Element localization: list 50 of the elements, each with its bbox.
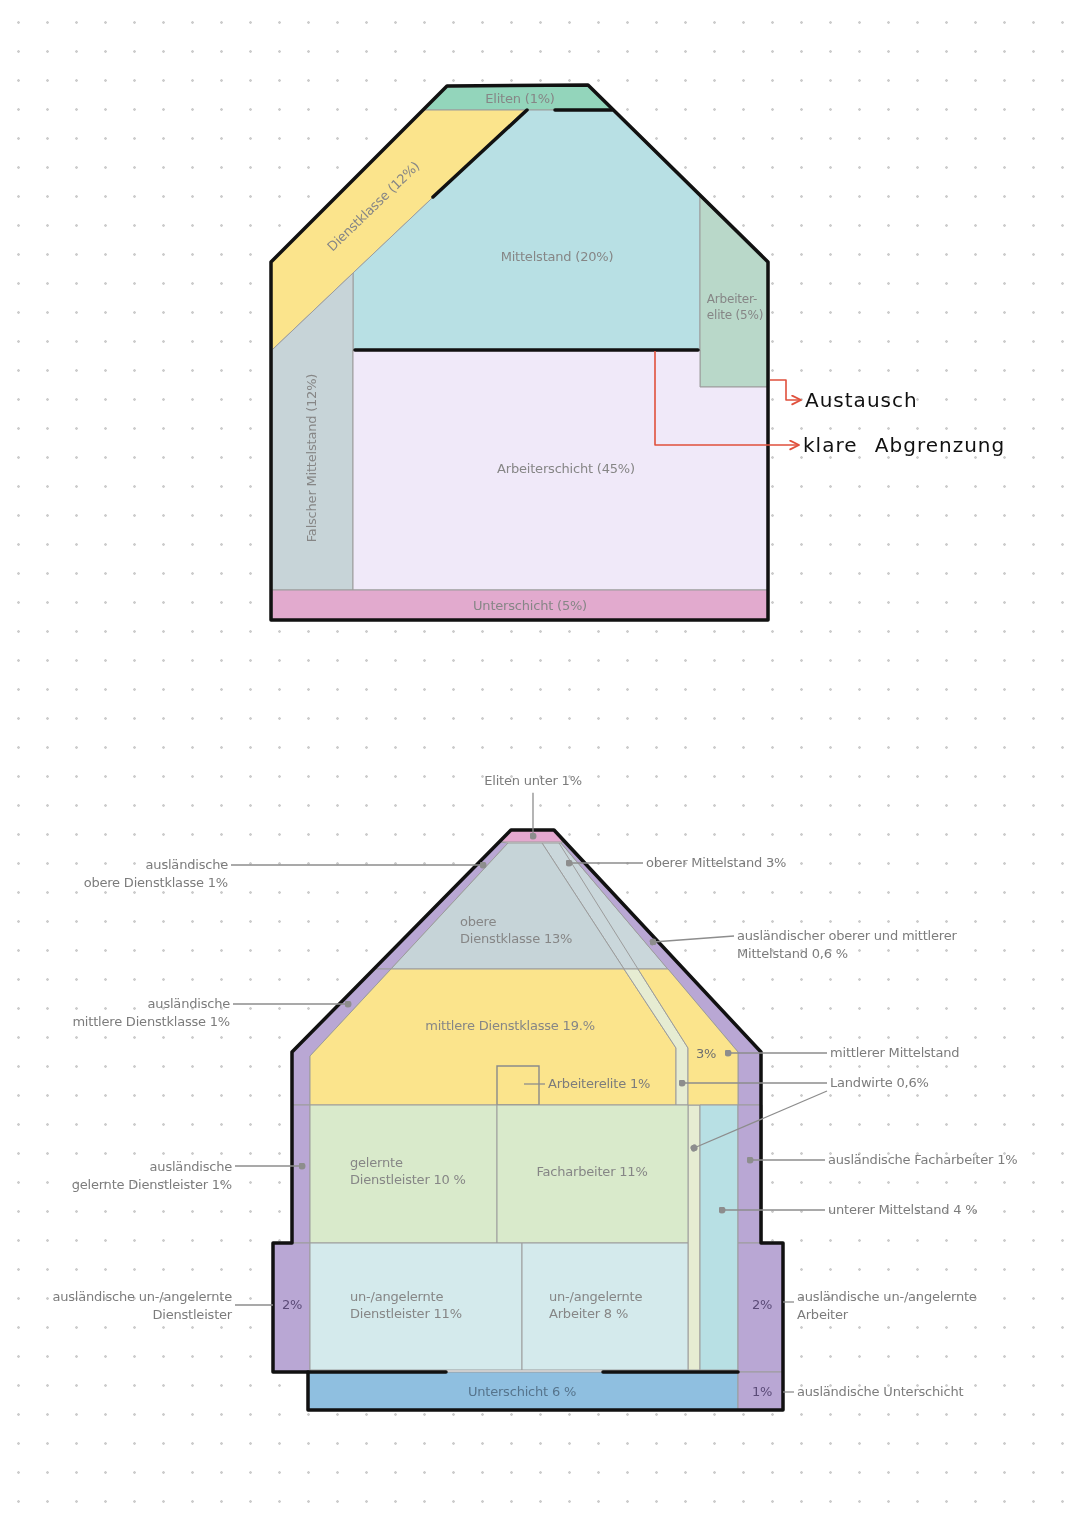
section-label: obere Dienstklasse 13% (460, 914, 573, 948)
leader-line (746, 1156, 826, 1164)
section-label: Falscher Mittelstand (12%) (303, 373, 320, 543)
callout-text: Arbeiterelite 1% (548, 1075, 651, 1093)
percent-label: 2% (281, 1296, 303, 1314)
leader-line (529, 792, 537, 840)
annotation-text: Austausch (805, 386, 918, 414)
arrow (769, 379, 802, 406)
callout-text: ausländische un-/angelernte Arbeiter (797, 1288, 977, 1324)
section-label: Eliten (1%) (485, 90, 555, 108)
percent-label: 3% (695, 1045, 717, 1063)
section-label: Unterschicht 6 % (467, 1383, 577, 1401)
leader-line (690, 1090, 828, 1152)
section-label: gelernte Dienstleister 10 % (350, 1155, 466, 1189)
section-label: un-/angelernte Dienstleister 11% (350, 1289, 462, 1323)
callout-text: unterer Mittelstand 4 % (828, 1201, 978, 1219)
percent-label: 2% (751, 1296, 773, 1314)
annotation-text: klare Abgrenzung (803, 431, 1006, 459)
leader-line (234, 1162, 306, 1170)
section-label: Unterschicht (5%) (473, 597, 587, 615)
callout-text: ausländische Facharbeiter 1% (828, 1151, 1018, 1169)
percent-label: 1% (751, 1383, 773, 1401)
callout-text: ausländischer oberer und mittlerer Mittelstand 0,6 % (737, 927, 957, 963)
leader-line (724, 1049, 828, 1057)
callout-text: ausländische un-/angelernte Dienstleister (52, 1288, 232, 1324)
leader-line (230, 861, 487, 869)
callout-text: mittlerer Mittelstand (830, 1044, 960, 1062)
leader-line (782, 1301, 795, 1303)
callout-text: oberer Mittelstand 3% (646, 854, 787, 872)
leader-line (782, 1391, 795, 1393)
section-label: Arbeiter- elite (5%) (706, 292, 764, 324)
callout-text: Landwirte 0,6% (830, 1074, 929, 1092)
section-label: Facharbeiter 11% (536, 1163, 648, 1181)
callout-text: ausländische Unterschicht (797, 1383, 964, 1401)
callout-text: ausländische gelernte Dienstleister 1% (71, 1158, 232, 1194)
leader-line (649, 935, 735, 946)
leader-line (234, 1304, 274, 1306)
leader-line (678, 1079, 828, 1087)
leader-line (718, 1206, 826, 1214)
section-label: mittlere Dienstklasse 19.% (425, 1017, 595, 1035)
section-label: Mittelstand (20%) (500, 248, 614, 266)
arrow (654, 350, 800, 451)
leader-line (523, 1083, 546, 1085)
leader-line (232, 1000, 352, 1008)
callout-text: ausländische obere Dienstklasse 1% (83, 856, 228, 892)
section-label: un-/angelernte Arbeiter 8 % (549, 1289, 643, 1323)
callout-text: Eliten unter 1% (484, 772, 582, 790)
callout-text: ausländische mittlere Dienstklasse 1% (72, 995, 230, 1031)
section-label: Arbeiterschicht (45%) (497, 460, 635, 478)
leader-line (565, 859, 644, 867)
